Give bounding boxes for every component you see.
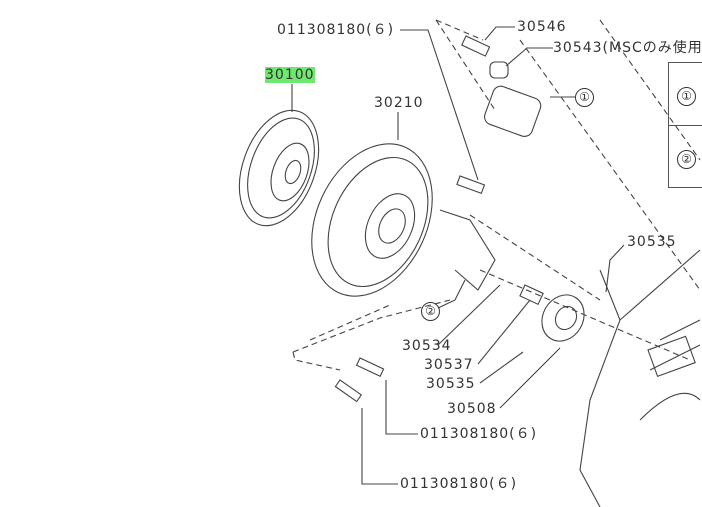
legend-row-2: ② xyxy=(669,126,702,188)
label-30535-top[interactable]: 30535 xyxy=(627,234,677,250)
label-30210[interactable]: 30210 xyxy=(374,95,424,111)
legend-table: ① ② xyxy=(668,62,702,188)
pressure-plate-drawing xyxy=(311,143,433,297)
label-30534[interactable]: 30534 xyxy=(402,338,452,354)
label-30508[interactable]: 30508 xyxy=(447,401,497,417)
label-bolt-mid[interactable]: 011308180(６) xyxy=(420,426,538,442)
label-30546[interactable]: 30546 xyxy=(517,19,567,35)
legend-callout-1: ① xyxy=(677,87,696,106)
bolts-drawing xyxy=(334,35,542,403)
label-30535-bottom[interactable]: 30535 xyxy=(426,376,476,392)
label-30543[interactable]: 30543(MSCのみ使用 xyxy=(553,40,702,56)
callout-1: ① xyxy=(575,88,594,107)
transmission-housing-drawing xyxy=(579,249,701,507)
legend-row-1: ① xyxy=(669,63,702,126)
fork-bearing-drawing xyxy=(439,209,585,342)
label-30537[interactable]: 30537 xyxy=(424,357,474,373)
dashed-assembly-lines xyxy=(292,19,701,371)
callout-2: ② xyxy=(421,302,440,321)
label-bolt-top[interactable]: 011308180(６) xyxy=(277,22,395,38)
label-30100[interactable]: 30100 xyxy=(265,67,315,83)
clutch-disc-drawing xyxy=(238,109,320,227)
leader-lines xyxy=(291,26,625,485)
legend-callout-2: ② xyxy=(677,150,696,169)
label-bolt-bottom[interactable]: 011308180(６) xyxy=(400,476,518,492)
